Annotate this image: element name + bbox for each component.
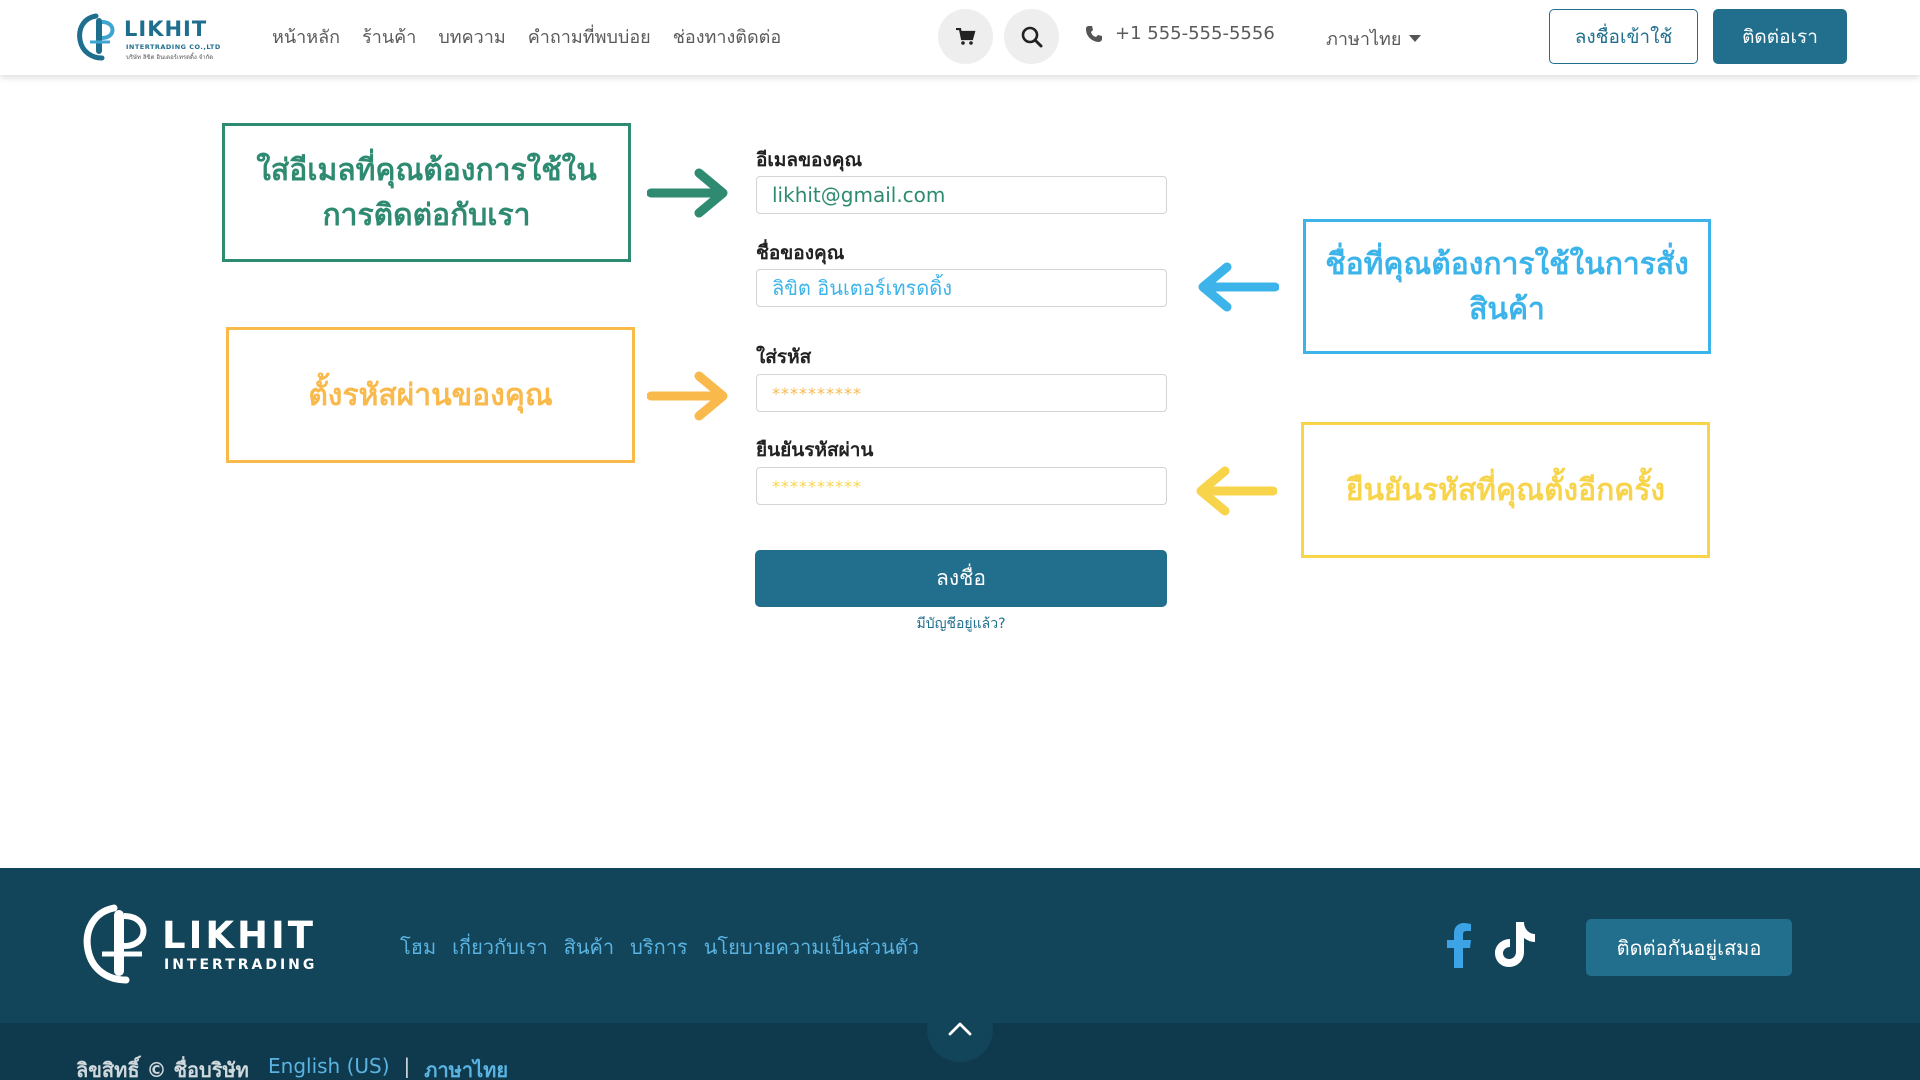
language-link-thai[interactable]: ภาษาไทย	[424, 1058, 509, 1080]
footer-link-services[interactable]: บริการ	[630, 935, 688, 959]
cart-icon	[955, 27, 975, 45]
nav-item-contact-channels[interactable]: ช่องทางติดต่อ	[672, 27, 782, 48]
nav-item-home[interactable]: หน้าหลัก	[272, 27, 341, 48]
footer-link-home[interactable]: โฮม	[400, 935, 437, 959]
brand-name: LIKHIT	[124, 17, 208, 41]
header: LIKHIT INTERTRADING CO.,LTD บริษัท ลิขิต…	[0, 0, 1920, 75]
confirm-password-label: ยืนยันรหัสผ่าน	[756, 439, 874, 461]
name-label: ชื่อของคุณ	[756, 242, 845, 264]
email-label: อีเมลของคุณ	[756, 149, 863, 171]
language-label: ภาษาไทย	[1326, 29, 1402, 50]
name-field[interactable]: ลิขิต อินเตอร์เทรดดิ้ง	[756, 269, 1167, 307]
copyright-text: ลิขสิทธิ์ © ชื่อบริษัท	[76, 1058, 249, 1080]
have-account-link[interactable]: มีบัญชีอยู่แล้ว?	[916, 616, 1006, 632]
login-button[interactable]: ลงชื่อเข้าใช้	[1549, 9, 1698, 64]
arrow-right-icon	[647, 168, 728, 218]
phone-number: +1 555-555-5556	[1115, 23, 1275, 44]
footer-link-about[interactable]: เกี่ยวกับเรา	[452, 935, 548, 959]
footer-link-products[interactable]: สินค้า	[563, 935, 615, 959]
chevron-up-icon	[948, 1022, 972, 1036]
search-button[interactable]	[1004, 9, 1059, 64]
logo-mark-icon	[77, 13, 115, 61]
footer-link-privacy[interactable]: นโยบายความเป็นส่วนตัว	[703, 935, 920, 959]
brand-logo[interactable]: LIKHIT INTERTRADING CO.,LTD บริษัท ลิขิต…	[76, 12, 226, 62]
phone-contact[interactable]: +1 555-555-5556	[1085, 23, 1275, 44]
facebook-icon[interactable]	[1446, 922, 1472, 968]
password-label: ใส่รหัส	[756, 346, 812, 368]
arrow-right-icon	[647, 371, 728, 421]
confirm-password-field[interactable]: **********	[756, 467, 1167, 505]
email-field[interactable]: likhit@gmail.com	[756, 176, 1167, 214]
footer-language-switch: English (US) | ภาษาไทย	[268, 1054, 508, 1080]
footer-brand-subtitle: INTERTRADING	[164, 957, 318, 973]
name-callout: ชื่อที่คุณต้องการใช้ในการสั่งสินค้า	[1303, 219, 1711, 354]
brand-subtitle-thai: บริษัท ลิขิต อินเตอร์เทรดดิ้ง จำกัด	[126, 54, 214, 61]
phone-icon	[1086, 25, 1102, 42]
arrow-left-icon	[1196, 466, 1277, 516]
footer-nav: โฮม เกี่ยวกับเรา สินค้า บริการ นโยบายควา…	[400, 931, 919, 963]
password-callout: ตั้งรหัสผ่านของคุณ	[226, 327, 635, 463]
contact-us-button[interactable]: ติดต่อเรา	[1713, 9, 1847, 64]
stay-in-touch-button[interactable]: ติดต่อกันอยู่เสมอ	[1586, 919, 1792, 976]
language-link-english[interactable]: English (US)	[268, 1054, 390, 1078]
scroll-to-top-button[interactable]	[927, 996, 993, 1062]
nav-item-faq[interactable]: คำถามที่พบบ่อย	[527, 27, 651, 48]
password-field[interactable]: **********	[756, 374, 1167, 412]
logo-mark-icon	[83, 904, 147, 984]
signup-button[interactable]: ลงชื่อ	[755, 550, 1167, 607]
cart-button[interactable]	[938, 9, 993, 64]
chevron-down-icon	[1409, 35, 1422, 42]
footer-brand-name: LIKHIT	[162, 914, 316, 957]
nav-item-shop[interactable]: ร้านค้า	[362, 27, 417, 48]
arrow-left-icon	[1198, 262, 1279, 312]
nav-item-articles[interactable]: บทความ	[438, 27, 506, 48]
language-selector[interactable]: ภาษาไทย	[1326, 24, 1422, 53]
confirm-callout: ยืนยันรหัสที่คุณตั้งอีกครั้ง	[1301, 422, 1710, 558]
email-callout: ใส่อีเมลที่คุณต้องการใช้ในการติดต่อกับเร…	[222, 123, 631, 262]
language-separator: |	[403, 1054, 411, 1078]
tiktok-icon[interactable]	[1494, 920, 1536, 968]
footer-brand-logo[interactable]: LIKHIT INTERTRADING	[80, 900, 330, 990]
search-icon	[1021, 26, 1042, 47]
main-nav: หน้าหลัก ร้านค้า บทความ คำถามที่พบบ่อย ช…	[272, 22, 781, 51]
brand-subtitle: INTERTRADING CO.,LTD	[126, 43, 221, 51]
